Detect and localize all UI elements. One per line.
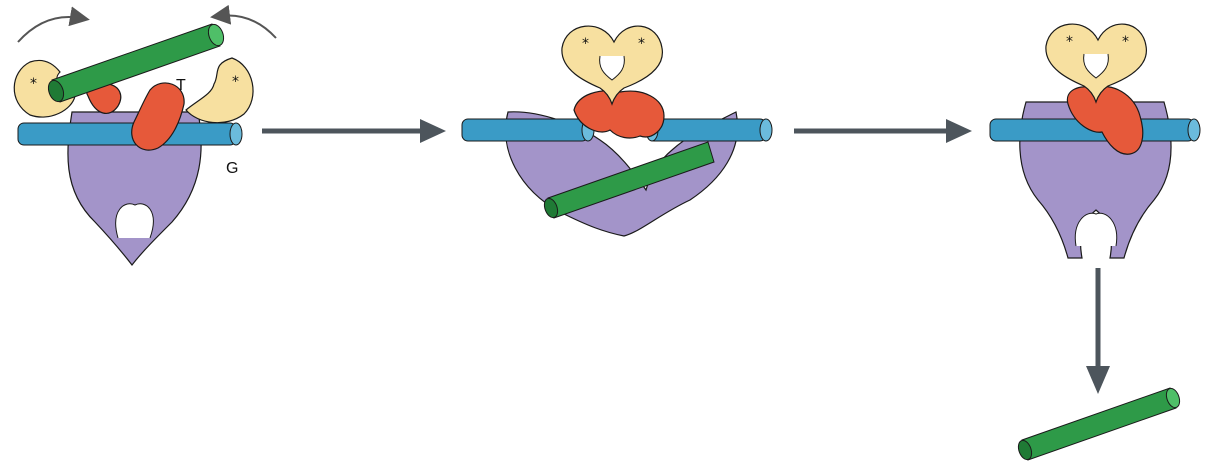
clamp-star-left: * — [582, 36, 589, 52]
stage-1-enzyme: * * T G — [14, 15, 276, 265]
clamp-star-right: * — [1122, 34, 1129, 50]
clamp-domain-right — [186, 58, 253, 123]
clamp-star-right: * — [232, 74, 239, 90]
g-segment-label: G — [226, 160, 238, 177]
stage-2-enzyme: * * — [462, 26, 772, 236]
stage-3-enzyme: * * — [990, 24, 1200, 258]
clamp-star-left: * — [1066, 34, 1073, 50]
process-arrow-3 — [1086, 268, 1110, 394]
released-t-segment-dna — [1016, 387, 1182, 462]
t-segment-label: T — [176, 77, 186, 94]
process-arrow-2 — [794, 119, 972, 143]
t-segment-dna — [46, 22, 227, 103]
rotation-arrow-right — [220, 15, 276, 38]
clamp-star-left: * — [30, 76, 37, 92]
clamp-star-right: * — [638, 36, 645, 52]
rotation-arrow-left — [18, 17, 80, 42]
g-segment-dna — [18, 123, 242, 145]
process-arrow-1 — [262, 119, 446, 143]
